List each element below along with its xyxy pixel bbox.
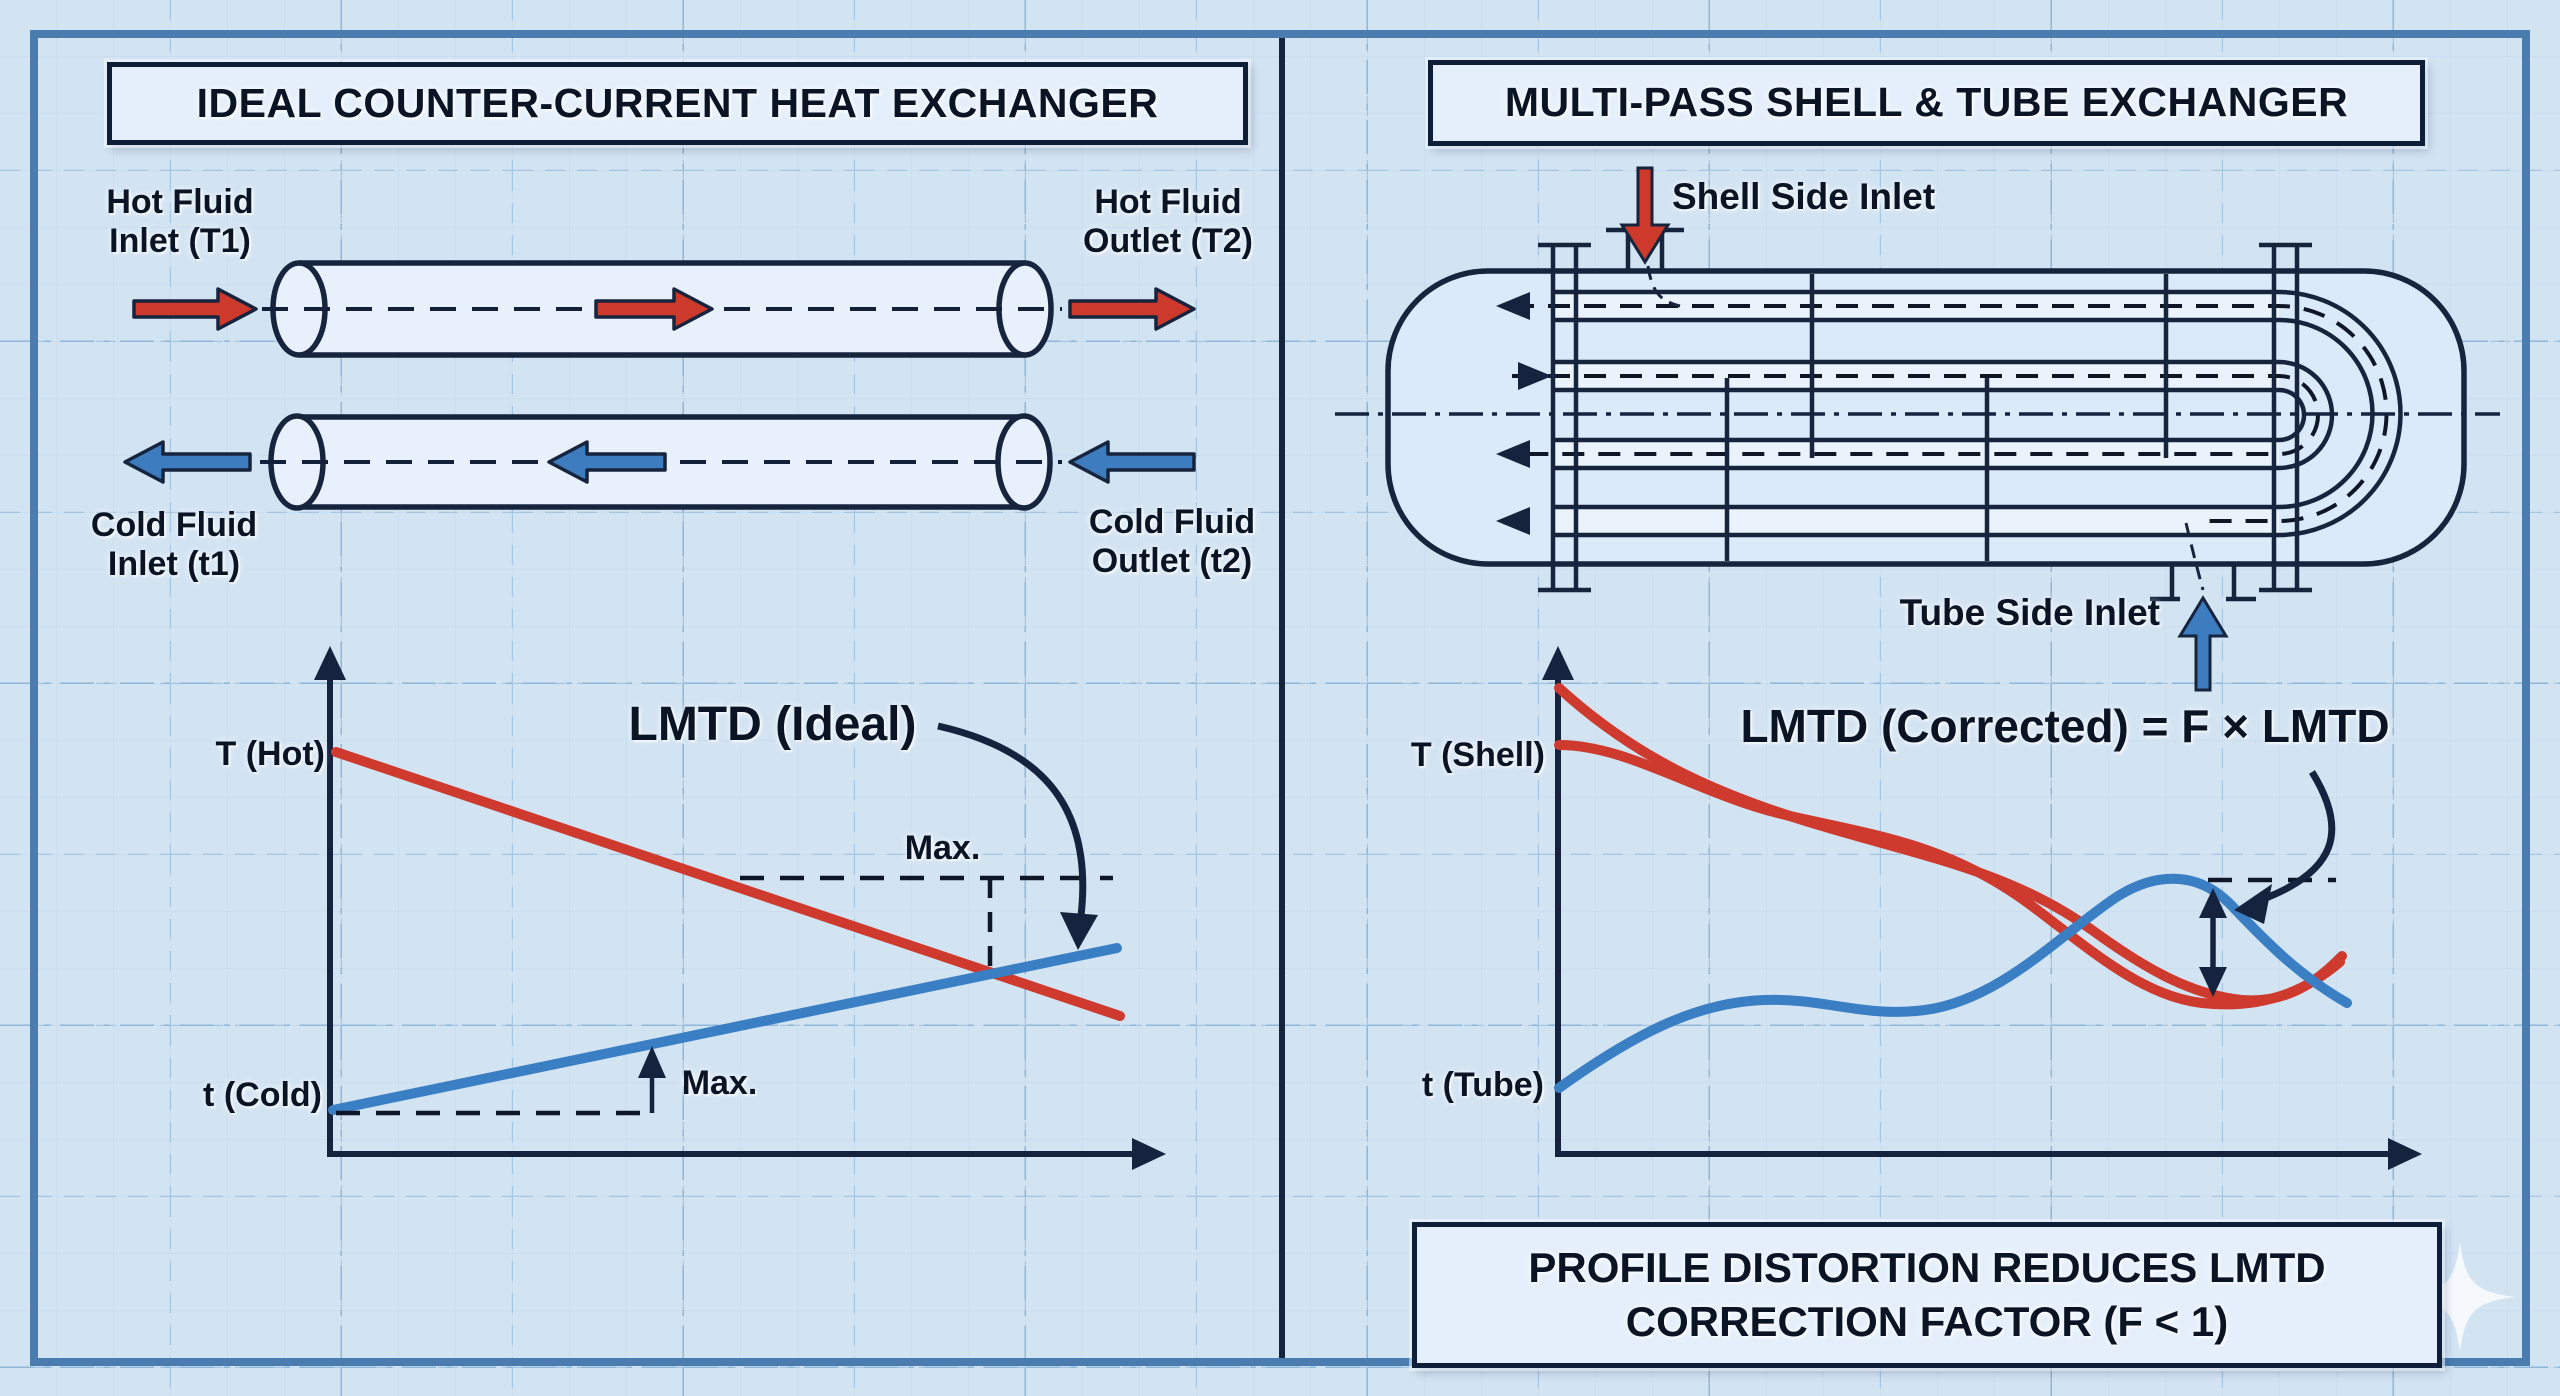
panel-divider: [1279, 38, 1285, 1358]
shell-side-inlet-label: Shell Side Inlet: [1672, 176, 1936, 217]
tube-inlet-leader: [2184, 522, 2205, 591]
tube-flow-arrowheads: [1496, 292, 1552, 535]
footer-note-box: PROFILE DISTORTION REDUCES LMTD CORRECTI…: [1412, 1222, 2442, 1368]
hot-flow-arrows: [132, 287, 1196, 331]
lmtd-ideal-arrowhead: [1060, 912, 1098, 950]
cold-outlet-label: Cold Fluid Outlet (t2): [1088, 503, 1256, 581]
shell-inlet-arrow-icon: [1619, 166, 1671, 265]
lmtd-ideal-curved-arrow: [937, 722, 1087, 917]
max-upper-label: Max.: [904, 829, 981, 867]
hot-outlet-label: Hot Fluid Outlet (T2): [1083, 183, 1253, 261]
lmtd-corrected-annotation: LMTD (Corrected) = F × LMTD: [1740, 700, 2390, 752]
hot-inlet-arrow-icon: [132, 287, 258, 331]
corrected-graph-tube-axis-label: t (Tube): [1421, 1066, 1544, 1104]
ideal-graph-annotations: [336, 722, 1113, 1116]
lmtd-ideal-annotation: LMTD (Ideal): [628, 698, 917, 751]
tube-inlet-arrow-icon: [2177, 595, 2229, 692]
footer-note: PROFILE DISTORTION REDUCES LMTD CORRECTI…: [1528, 1244, 2326, 1345]
corrected-graph-curves: [1554, 683, 2352, 1093]
hot-outlet-arrow-icon: [1068, 287, 1196, 331]
tube-side-inlet-label: Tube Side Inlet: [1899, 592, 2160, 633]
hot-mid-arrow-icon: [594, 287, 714, 331]
shell-inlet-leader: [1646, 265, 1681, 308]
right-panel-title: MULTI-PASS SHELL & TUBE EXCHANGER: [1504, 79, 2349, 126]
ideal-graph-cold-axis-label: t (Cold): [203, 1076, 322, 1114]
cold-inlet-label: Cold Fluid Inlet (t1): [90, 506, 258, 584]
corrected-graph-axes: [1542, 646, 2422, 1170]
corrected-graph-annotations: [2199, 770, 2336, 997]
baffles: [1724, 274, 2169, 561]
max-lower-label: Max.: [681, 1064, 758, 1102]
ideal-graph-curves: [328, 747, 1125, 1115]
cold-profile-line: [328, 943, 1122, 1115]
lmtd-corrected-arrowhead: [2234, 884, 2272, 924]
cold-flow-arrows: [123, 440, 1196, 484]
shell-body: [1385, 268, 2467, 567]
cold-inlet-arrow-icon: [1068, 440, 1196, 484]
ideal-graph-axes: [314, 646, 1166, 1170]
tube-sheets: [1538, 242, 2312, 593]
shell-profile-line-b: [1554, 740, 2345, 1010]
tube-profile-line: [1554, 873, 2352, 1093]
lmtd-corrected-curved-arrow: [2256, 770, 2336, 905]
hot-inlet-label: Hot Fluid Inlet (T1): [106, 183, 254, 261]
shell-inlet-nozzle: [1606, 227, 1684, 272]
corrected-graph-shell-axis-label: T (Shell): [1410, 736, 1545, 774]
right-panel-title-box: MULTI-PASS SHELL & TUBE EXCHANGER: [1428, 60, 2425, 146]
max-lower-arrowhead: [638, 1046, 666, 1078]
tube-inlet-nozzle: [2150, 564, 2256, 602]
left-panel-title-box: IDEAL COUNTER-CURRENT HEAT EXCHANGER: [107, 62, 1248, 145]
shell-and-tube-exchanger: [1335, 166, 2500, 692]
sparkle-watermark-icon: [2405, 1242, 2515, 1352]
cold-mid-arrow-icon: [547, 440, 667, 484]
left-panel-title: IDEAL COUNTER-CURRENT HEAT EXCHANGER: [196, 79, 1159, 126]
cold-outlet-arrow-icon: [123, 440, 252, 484]
ideal-graph-hot-axis-label: T (Hot): [215, 735, 325, 773]
